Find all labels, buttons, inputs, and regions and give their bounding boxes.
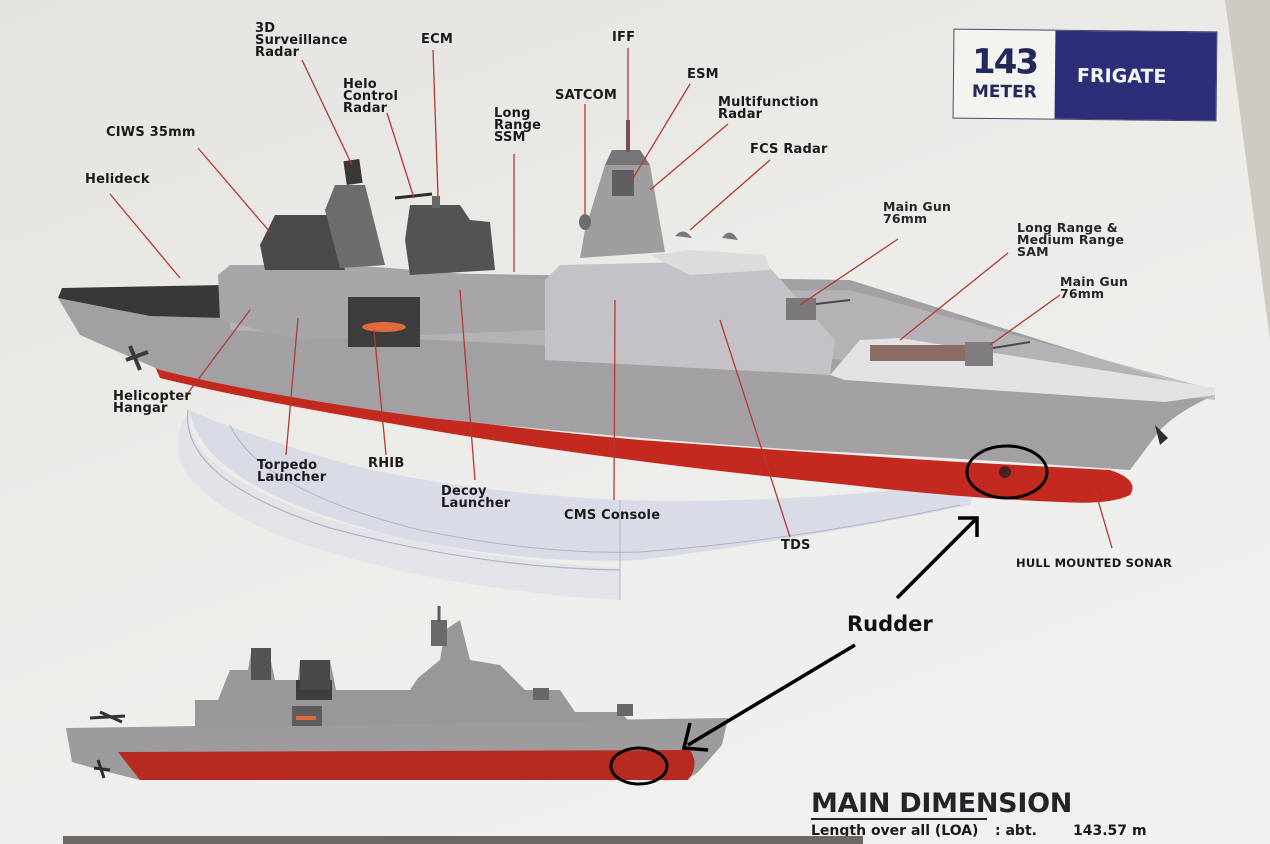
main-dimension-underline [811,818,987,820]
label-tds: TDS [781,538,811,553]
badge-length-number: 143 [971,41,1038,83]
label-3d-surveillance-radar: 3D Surveillance Radar [255,21,348,60]
label-long-range-ssm: Long Range SSM [494,106,542,145]
dimension-value-loa: 143.57 [1073,823,1128,839]
label-ciws: CIWS 35mm [106,125,196,140]
label-rudder: Rudder [847,612,933,636]
leader-lines [109,48,1113,549]
label-main-gun-2: Main Gun 76mm [1060,274,1129,301]
main-dimension-title: MAIN DIMENSION [811,788,1073,819]
label-torpedo-launcher: Torpedo Launcher [257,458,327,485]
dimension-separator-loa: : abt. [995,823,1037,839]
label-decoy-launcher: Decoy Launcher [441,484,511,511]
label-sam: Long Range & Medium Range SAM [1017,220,1125,259]
rudder-annotation [609,444,1049,786]
label-helideck: Helideck [85,172,150,187]
dimension-unit-loa: m [1132,823,1147,839]
label-main-gun-1: Main Gun 76mm [883,199,952,226]
label-hull-mounted-sonar: HULL MOUNTED SONAR [1016,556,1173,570]
label-iff: IFF [612,30,636,45]
label-helicopter-hangar: Helicopter Hangar [113,389,191,416]
sonar-coverage-fan [177,409,980,600]
badge-length-unit: METER [971,81,1037,103]
label-helo-control-radar: Helo Control Radar [343,77,399,116]
label-ecm: ECM [421,32,453,47]
length-badge: 143 METER FRIGATE [952,28,1218,122]
dimension-label-loa: Length over all (LOA) [811,823,979,839]
frigate-side-view [66,606,728,781]
next-section-strip [63,836,863,844]
badge-ship-type: FRIGATE [1076,64,1167,88]
label-esm: ESM [687,67,719,82]
label-cms-console: CMS Console [564,508,661,523]
label-fcs-radar: FCS Radar [750,142,828,157]
label-satcom: SATCOM [555,88,618,103]
label-rhib: RHIB [368,456,405,471]
label-multifunction-radar: Multifunction Radar [718,95,819,122]
